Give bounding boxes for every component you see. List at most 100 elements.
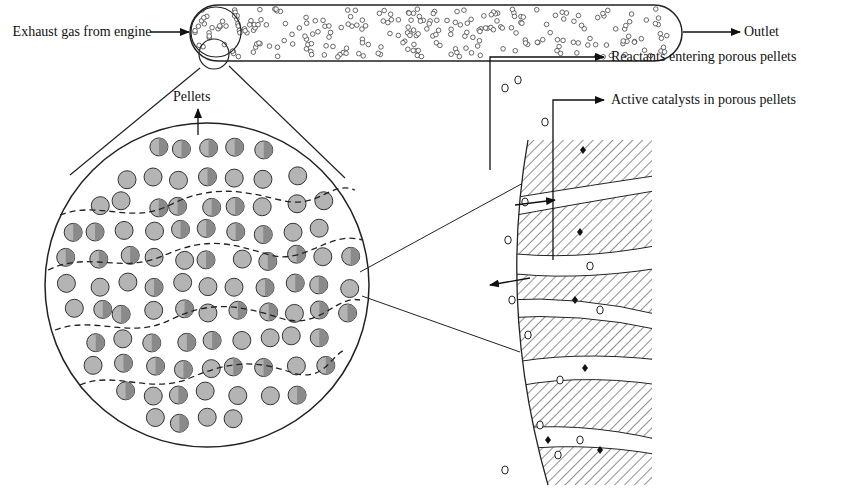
pellet-dot xyxy=(434,32,439,37)
pellet-dot xyxy=(304,47,309,52)
pellet xyxy=(200,139,218,157)
pellet-dot xyxy=(483,26,488,31)
pellet-dot xyxy=(416,48,421,53)
leader-arrow xyxy=(197,109,198,135)
pellet-dot xyxy=(427,22,432,27)
pellet-dot xyxy=(579,23,584,28)
pellet xyxy=(314,248,332,266)
pellet-dot xyxy=(553,13,558,18)
pellet-dot xyxy=(626,34,631,39)
pellet-shade xyxy=(319,329,328,347)
pellet-dot xyxy=(571,40,576,45)
pellet xyxy=(288,386,306,404)
pellet-dot xyxy=(478,53,483,58)
pellet-shade xyxy=(233,358,242,376)
pellet-shade xyxy=(206,219,215,237)
pellet xyxy=(310,329,328,347)
product-molecule xyxy=(582,364,588,372)
pellet xyxy=(172,220,190,238)
pellet-dot xyxy=(449,52,454,57)
pellet-dot xyxy=(469,17,474,22)
label-text: Pellets xyxy=(173,89,210,105)
pellet xyxy=(341,280,359,298)
pellet-dot xyxy=(408,33,413,38)
pellet xyxy=(282,327,300,345)
pellet-dot xyxy=(564,11,569,16)
pellet-dot xyxy=(514,31,519,36)
pellet-shade xyxy=(179,414,188,432)
pellet-dot xyxy=(593,42,598,47)
pellet xyxy=(198,168,216,186)
pellet xyxy=(255,359,273,377)
reactant-molecule xyxy=(557,376,563,384)
pellet-dot xyxy=(613,27,618,32)
reactant-molecule xyxy=(577,436,583,444)
pellet-dot xyxy=(469,51,474,56)
leader-arrow xyxy=(553,100,604,260)
pellet-dot xyxy=(535,40,540,45)
pellet-shade xyxy=(123,354,132,372)
pellet-dot xyxy=(382,8,387,13)
pellet xyxy=(224,410,242,428)
pellet-shade xyxy=(348,304,357,322)
pellet-dot xyxy=(406,25,411,30)
reactant-molecule xyxy=(597,306,603,314)
pellet-grid xyxy=(57,138,360,432)
label-text: Exhaust gas from engine xyxy=(12,24,152,40)
pellet-dot xyxy=(406,47,411,52)
molecules xyxy=(502,76,603,474)
pellet-dot xyxy=(489,12,494,17)
pellet xyxy=(260,303,278,321)
pellet-dot xyxy=(344,51,349,56)
pellet-dot xyxy=(357,51,362,56)
pellet xyxy=(170,414,188,432)
pellet-dot xyxy=(595,15,600,20)
pellet-dot xyxy=(639,36,644,41)
pellet-shade xyxy=(212,331,221,349)
pellet xyxy=(144,168,162,186)
pellet-dot xyxy=(653,21,658,26)
pellet-dot xyxy=(465,21,470,26)
pellet xyxy=(86,223,104,241)
pellet-dot xyxy=(282,38,287,43)
pellet xyxy=(169,386,187,404)
pellet-dot xyxy=(210,25,215,30)
zoom-circle xyxy=(199,39,229,69)
label-text: Active catalysts in porous pellets xyxy=(611,92,796,108)
pellet-dot xyxy=(510,7,515,12)
pellet-dot xyxy=(275,45,280,50)
tube-pellets xyxy=(193,7,669,59)
pellet xyxy=(233,331,251,349)
pellet-dot xyxy=(575,51,580,56)
pellet-dot xyxy=(417,14,422,19)
pellet xyxy=(226,197,244,215)
pellet-dot xyxy=(572,19,577,24)
pellet xyxy=(87,334,105,352)
pellet-dot xyxy=(406,10,411,15)
pellet-dot xyxy=(348,14,353,19)
pellet xyxy=(284,223,302,241)
pellet-dot xyxy=(419,54,424,59)
pellet-dot xyxy=(448,32,453,37)
pellet xyxy=(310,219,328,237)
pellet xyxy=(90,250,108,268)
pellet xyxy=(145,301,163,319)
pellet xyxy=(229,387,247,405)
pellet-dot xyxy=(411,48,416,53)
pellet-dot xyxy=(555,37,560,42)
pellet xyxy=(147,357,165,375)
pellet-dot xyxy=(653,7,658,12)
reactant-molecule xyxy=(542,118,548,126)
pellet-dot xyxy=(604,43,609,48)
pellet xyxy=(174,273,192,291)
pellet-shade xyxy=(236,223,245,241)
pellet-dot xyxy=(605,8,610,13)
pellet xyxy=(121,246,139,264)
pellet-shade xyxy=(73,223,82,241)
pellet-dot xyxy=(258,7,263,12)
pellet-shade xyxy=(209,139,218,157)
zoom-line xyxy=(362,296,520,352)
pellet xyxy=(150,138,168,156)
pellet-dot xyxy=(632,40,637,45)
pellet-dot xyxy=(381,19,386,24)
